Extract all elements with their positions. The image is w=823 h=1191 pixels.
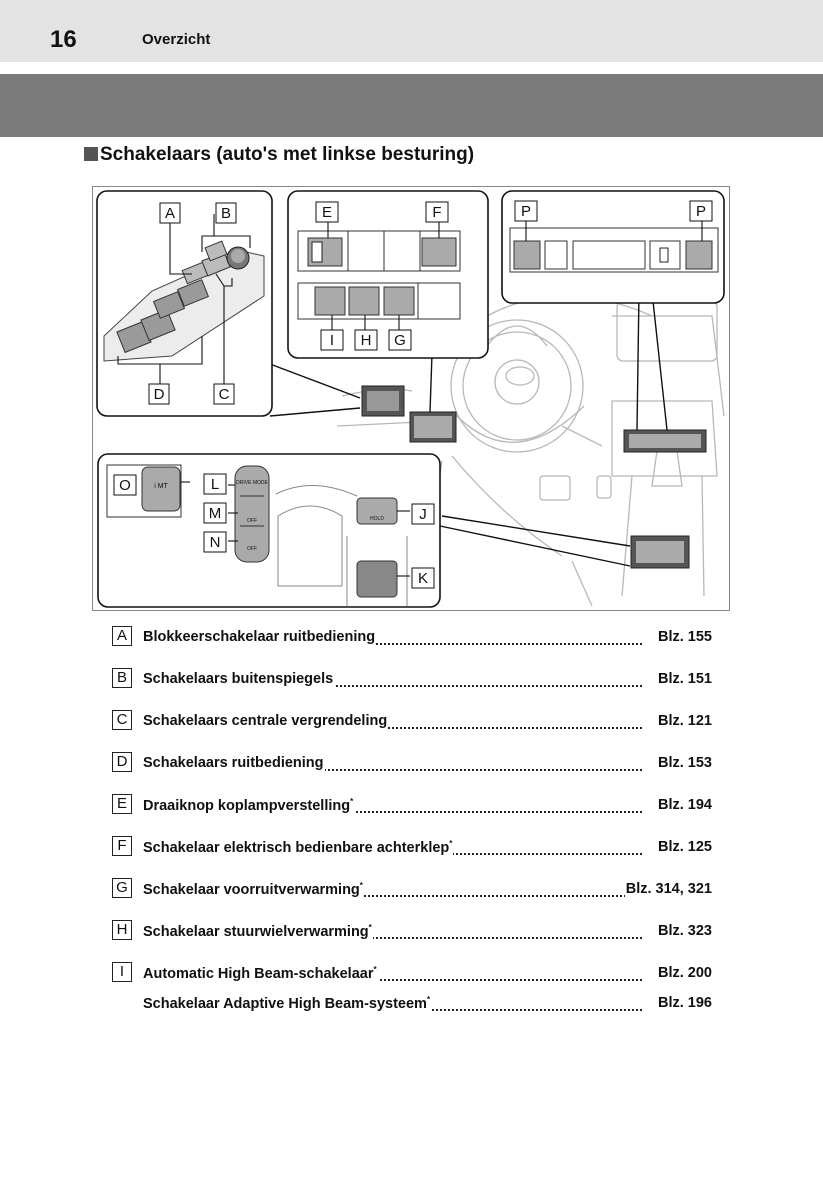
item-letter: C (112, 710, 132, 730)
page-reference: Blz. 323 (657, 923, 712, 939)
dot-leader (143, 965, 642, 981)
list-item: G Schakelaar voorruitverwarming* Blz. 314,… (112, 878, 712, 900)
footnote-marker: * (350, 797, 354, 806)
callout-e: E (322, 204, 332, 221)
section-title: Schakelaars (auto's met linkse besturing… (84, 144, 474, 166)
page-reference: Blz. 121 (657, 713, 712, 729)
inset-center-switches: P P (501, 190, 725, 304)
item-label: Blokkeerschakelaar ruitbediening (143, 629, 377, 645)
item-label: Draaiknop koplampverstelling* (143, 797, 355, 814)
item-letter: I (112, 962, 132, 982)
page-reference: Blz. 155 (657, 629, 712, 645)
callout-d: D (154, 386, 165, 403)
list-item: D Schakelaars ruitbediening Blz. 153 (112, 752, 712, 774)
item-label: Schakelaar Adaptive High Beam-systeem* (143, 995, 432, 1012)
page-reference: Blz. 200 (657, 965, 712, 981)
item-letter: G (112, 878, 132, 898)
callout-i: I (330, 332, 334, 349)
section-title-text: Schakelaars (auto's met linkse besturing… (100, 144, 475, 165)
item-label: Schakelaar elektrisch bedienbare achterk… (143, 839, 454, 856)
item-label: Schakelaars ruitbediening (143, 755, 325, 771)
dot-leader (143, 797, 642, 813)
footnote-marker: * (373, 965, 377, 974)
footnote-marker: * (426, 995, 431, 1004)
dot-leader (143, 629, 642, 645)
list-item: F Schakelaar elektrisch bedienbare achter… (112, 836, 712, 858)
item-label-text: Schakelaars centrale vergrendeling (143, 713, 388, 729)
dot-leader (143, 713, 642, 729)
switches-illustration: A B D C E F I H (92, 186, 730, 611)
item-label: Automatic High Beam-schakelaar* (143, 965, 378, 982)
callout-j: J (419, 506, 427, 523)
item-label: Schakelaar voorruitverwarming* (143, 881, 364, 898)
imt-label: i MT (154, 483, 168, 490)
item-label-text: Schakelaars ruitbediening (143, 755, 324, 771)
item-label-text: Schakelaar elektrisch bedienbare achterk… (143, 839, 450, 856)
dot-leader (143, 755, 642, 771)
item-label-text: Schakelaar stuurwielverwarming (143, 923, 369, 940)
drive-mode-label: DRIVE MODE (236, 480, 268, 486)
item-label-text: Draaiknop koplampverstelling (143, 797, 351, 814)
list-item: A Blokkeerschakelaar ruitbediening Blz. 15… (112, 626, 712, 648)
item-letter: A (112, 626, 132, 646)
page-reference: Blz. 194 (657, 797, 712, 813)
dot-leader (143, 881, 642, 897)
item-letter: B (112, 668, 132, 688)
item-label: Schakelaars buitenspiegels (143, 671, 335, 687)
page-reference: Blz. 196 (657, 995, 712, 1011)
inset-console-switches: i MT DRIVE MODE OFF OFF HOLD O L M N J (97, 453, 441, 608)
footnote-marker: * (368, 923, 372, 932)
off-label-1: OFF (247, 518, 257, 524)
item-label-text: Blokkeerschakelaar ruitbediening (143, 629, 376, 645)
inset-dash-switches: E F I H G (287, 190, 489, 359)
hold-label: HOLD (370, 516, 384, 522)
callout-p-left: P (521, 203, 531, 220)
inset-door-switches: A B D C (96, 190, 273, 417)
page-number: 16 (50, 26, 77, 53)
callout-h: H (361, 332, 372, 349)
footnote-marker: * (359, 881, 363, 890)
list-item: I Automatic High Beam-schakelaar* Blz. 200 (112, 962, 712, 984)
page-reference: Blz. 151 (657, 671, 712, 687)
page-header: 16 Overzicht (0, 0, 823, 62)
callout-f: F (432, 204, 441, 221)
callout-l: L (211, 476, 219, 493)
chapter-band (0, 74, 823, 137)
item-label-text: Schakelaar Adaptive High Beam-systeem (143, 995, 427, 1012)
callout-b: B (221, 205, 231, 222)
callout-c: C (219, 386, 230, 403)
dot-leader (143, 671, 642, 687)
item-letter: F (112, 836, 132, 856)
list-item: B Schakelaars buitenspiegels Blz. 151 (112, 668, 712, 690)
list-item: C Schakelaars centrale vergrendeling Blz. … (112, 710, 712, 732)
list-item: H Schakelaar stuurwielverwarming* Blz. 323 (112, 920, 712, 942)
callout-g: G (394, 332, 406, 349)
square-bullet-icon (84, 147, 98, 161)
callout-connectors (269, 291, 668, 567)
dot-leader (143, 923, 642, 939)
dashboard-switch-highlights (361, 385, 707, 569)
off-label-2: OFF (247, 546, 257, 552)
callout-k: K (418, 570, 428, 587)
item-letter: D (112, 752, 132, 772)
footnote-marker: * (449, 839, 453, 848)
callout-o: O (119, 477, 131, 494)
chapter-title: Overzicht (142, 31, 211, 48)
page-reference: Blz. 153 (657, 755, 712, 771)
list-item: Schakelaar Adaptive High Beam-systeem* Bl… (112, 992, 712, 1014)
page-reference: Blz. 125 (657, 839, 712, 855)
page-reference: Blz. 314, 321 (624, 881, 712, 897)
item-label-text: Schakelaar voorruitverwarming (143, 881, 360, 898)
item-label: Schakelaar stuurwielverwarming* (143, 923, 373, 940)
callout-m: M (209, 505, 222, 522)
item-label: Schakelaars centrale vergrendeling (143, 713, 389, 729)
item-label-text: Schakelaars buitenspiegels (143, 671, 334, 687)
item-letter: E (112, 794, 132, 814)
item-label-text: Automatic High Beam-schakelaar (143, 965, 374, 982)
item-letter: H (112, 920, 132, 940)
list-item: E Draaiknop koplampverstelling* Blz. 194 (112, 794, 712, 816)
callout-p-right: P (696, 203, 706, 220)
callout-n: N (210, 534, 221, 551)
callout-a: A (165, 205, 175, 222)
